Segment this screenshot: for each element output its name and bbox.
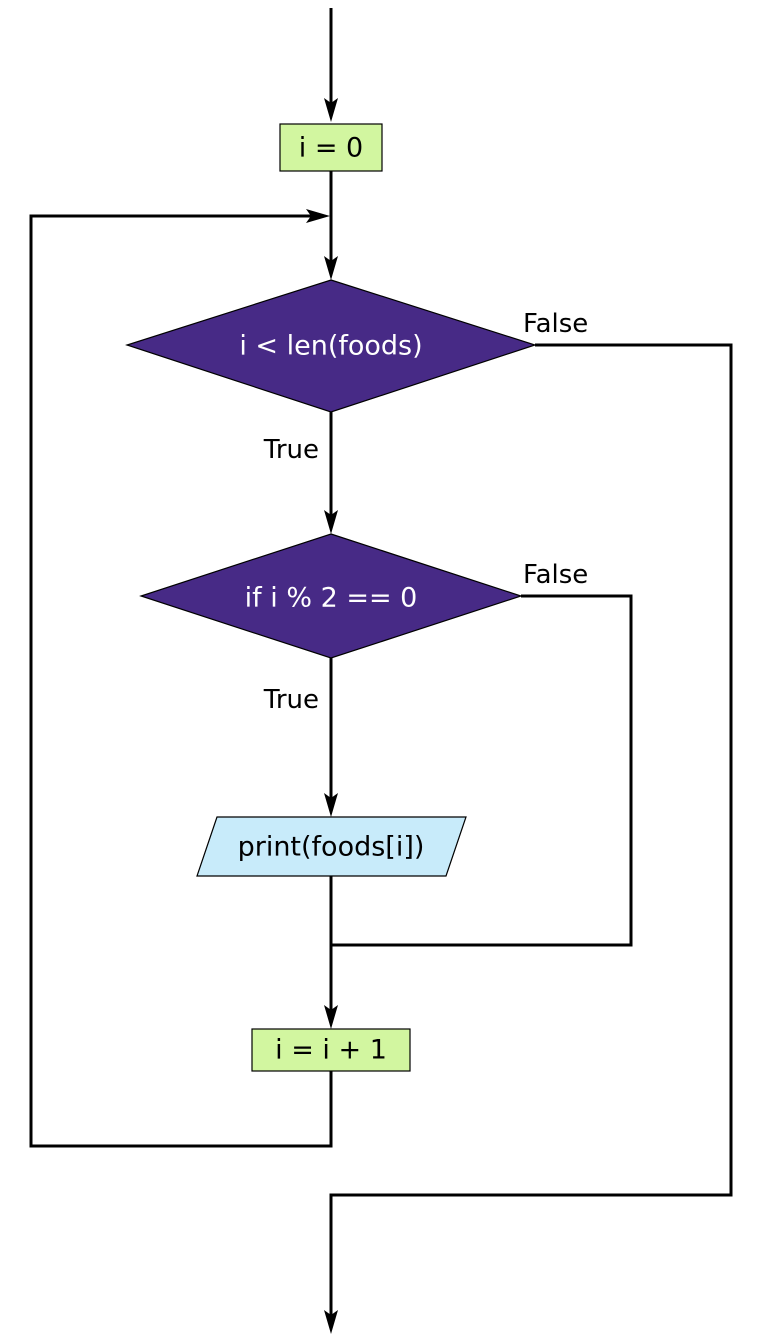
edge-label-loop-true: True bbox=[263, 435, 319, 465]
node-increment-box bbox=[251, 1028, 411, 1072]
edge-loop-true-arrowhead bbox=[324, 510, 338, 534]
node-increment: i = i + 1 bbox=[251, 1028, 411, 1072]
node-init-label: i = 0 bbox=[299, 133, 363, 164]
edge-label-even-false: False bbox=[523, 560, 588, 590]
node-even-condition: if i % 2 == 0 bbox=[139, 533, 523, 659]
node-loop-condition-label: i < len(foods) bbox=[239, 331, 422, 362]
edges bbox=[29, 8, 733, 1334]
node-print-output-parallelogram bbox=[196, 816, 467, 877]
node-even-condition-diamond bbox=[139, 533, 523, 659]
edge-entry-arrowhead bbox=[324, 98, 338, 122]
edge-loop-false-arrowhead bbox=[324, 1310, 338, 1334]
edge-label-loop-false: False bbox=[523, 309, 588, 339]
node-init-box bbox=[279, 123, 383, 172]
edge-print-to-increment-arrowhead bbox=[324, 1005, 338, 1029]
edge-even-true-arrowhead bbox=[324, 793, 338, 817]
node-loop-condition: i < len(foods) bbox=[125, 279, 537, 413]
node-print-output-label: print(foods[i]) bbox=[238, 832, 425, 863]
node-loop-condition-diamond bbox=[125, 279, 537, 413]
edge-loop-back bbox=[29, 214, 333, 1148]
edge-loop-false bbox=[329, 343, 733, 1322]
node-even-condition-label: if i % 2 == 0 bbox=[245, 583, 418, 614]
edge-even-false bbox=[331, 594, 633, 947]
edge-label-even-true: True bbox=[263, 685, 319, 715]
node-increment-label: i = i + 1 bbox=[275, 1035, 387, 1066]
node-print-output: print(foods[i]) bbox=[196, 816, 467, 877]
node-init: i = 0 bbox=[279, 123, 383, 172]
edge-loop-back-arrowhead bbox=[306, 209, 330, 223]
edge-init-to-loop-condition-arrowhead bbox=[324, 256, 338, 280]
